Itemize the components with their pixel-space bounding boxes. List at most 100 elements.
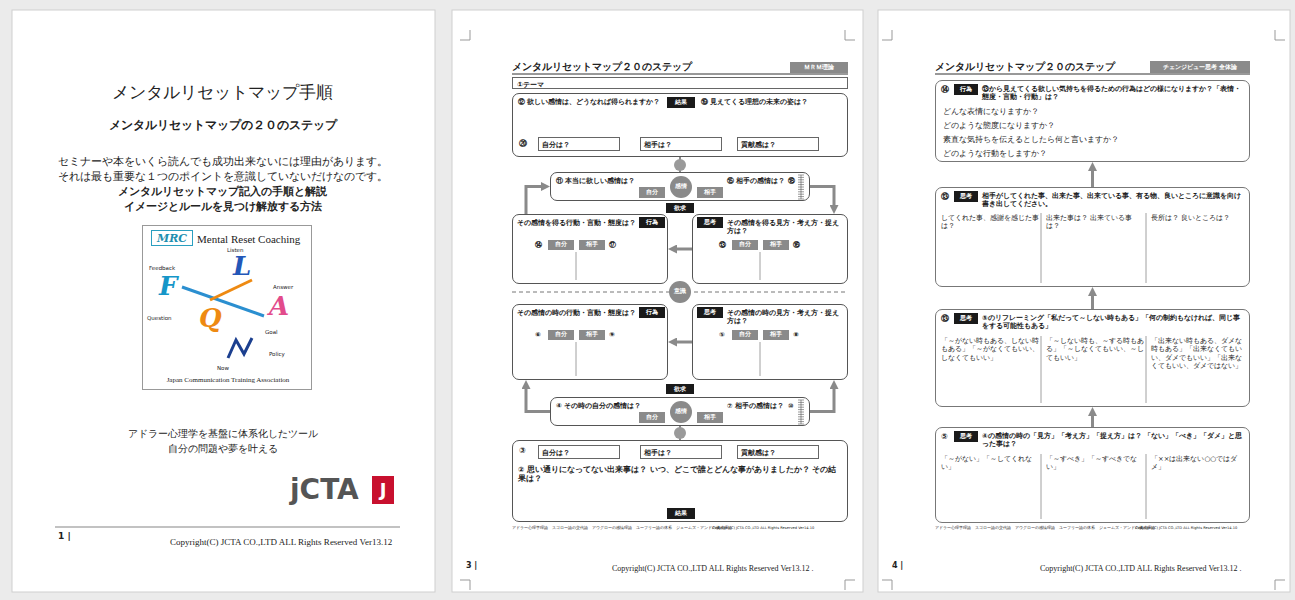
- node-text: 思考: [954, 191, 978, 202]
- result-box: ⑫ 欲しい感情は、どうなれば得られますか？⑲ 見えてくる理想の未来の姿は？⑳結果…: [512, 93, 848, 157]
- node-text: 行為: [954, 84, 978, 95]
- answer-box: 自分は？: [538, 445, 620, 459]
- other-tag: 相手: [697, 187, 723, 198]
- node-text: 意識: [669, 281, 691, 303]
- node-text: ⑬: [719, 241, 726, 250]
- flow-arrow: [1091, 293, 1094, 309]
- node-text: 自分: [639, 187, 665, 198]
- node-text: アドラー心理学理論 スゴロー論の交代論 アウグローの感情理論 ユーフリー論の体系…: [512, 526, 732, 531]
- node-text: 相手: [579, 330, 605, 340]
- flow-arrow: [674, 248, 692, 251]
- node-text: Policy: [269, 351, 285, 358]
- flow-arrow: [1091, 413, 1094, 427]
- node-text: ⑤のリフレーミング「私だって～しない時もある」「何の制約もなければ、同じ事をする…: [982, 314, 1246, 331]
- node-text: ⑯: [793, 241, 800, 250]
- node-text: メンタルリセットマップ記入の手順と解説: [30, 185, 415, 198]
- node-text: ⑥: [535, 331, 541, 340]
- node-text: Listen: [227, 247, 243, 254]
- emotion-circle: 感情: [670, 401, 692, 423]
- node-text: Copyright(C) JCTA CO.,LTD ALL Rights Res…: [712, 526, 814, 530]
- node-text: ④の感情の時の「見方」「考え方」「捉え方」は？ 「ない」「べき」「ダメ」と思った…: [982, 432, 1246, 449]
- node-text: アドラー心理学理論 スゴロー論の交代論 アウグローの感情理論 ユーフリー論の体系…: [935, 526, 1155, 531]
- logo-stroke: [210, 280, 252, 300]
- step-box: ⑭⑬から見えてくる欲しい気持ちを得るための行為はどの様になりますか？「表情・態度…: [935, 80, 1250, 162]
- node-text: Feedback: [149, 265, 175, 272]
- node-text: 長所は？ 良いところは？: [1151, 214, 1247, 222]
- step-box: ⑤ ④の感情の時の「見方」「考え方」「捉え方」は？ 「ない」「べき」「ダメ」と思っ…: [935, 427, 1250, 523]
- node-text: 自分は？: [542, 141, 570, 150]
- node-text: ⑪ 本当に欲しい感情は？: [556, 177, 635, 186]
- answer-box: 相手は？: [640, 137, 722, 151]
- node-text: 「～がない時もある、しない時もある」「～がなくてもいい、しなくてもいい」: [941, 337, 1039, 362]
- node-text: 感情: [670, 401, 692, 423]
- step-box: ⑬⑤のリフレーミング「私だって～しない時もある」「何の制約もなければ、同じ事をす…: [935, 309, 1250, 407]
- answer-box: 貢献感は？: [737, 445, 819, 459]
- node-text: A: [269, 293, 289, 319]
- node-text: チェンジビュー思考 全体論: [1150, 61, 1250, 73]
- logo-badge: MRC: [151, 230, 193, 246]
- page-sheet: [452, 10, 863, 592]
- node-text: ⑮ 相手の感情は？: [727, 177, 785, 185]
- page-sheet: [878, 10, 1290, 592]
- crop-mark: [460, 30, 855, 590]
- node-text: 「～すべき」「～すべきでない」: [1046, 455, 1144, 472]
- other-tag: 相手: [763, 240, 789, 250]
- node-text: ⑰: [609, 241, 616, 250]
- self-tag: 自分: [639, 412, 665, 423]
- node-text: その感情を得る見方・考え方・捉え方は？: [727, 219, 845, 236]
- node-text: 相手: [697, 412, 723, 423]
- node-text: どのような態度になりますか？: [943, 121, 1055, 130]
- flow-arrow: [810, 386, 834, 411]
- event-box: ③ ② 思い通りになってない出来事は？ いつ、どこで誰とどんな事がありましたか？ …: [512, 440, 848, 522]
- node-text: Copyright(C) JCTA CO.,LTD ALL Rights Res…: [1040, 564, 1242, 574]
- node-text: ⑤: [719, 331, 725, 340]
- self-tag: 自分: [548, 240, 574, 250]
- node-text: ⑨: [609, 331, 615, 340]
- node-text: ③: [519, 446, 526, 456]
- node-text: Copyright(C) JCTA CO.,LTD ALL Rights Res…: [1135, 526, 1237, 530]
- action-tag: 行為: [639, 217, 665, 228]
- node-text: 自分: [732, 240, 758, 250]
- node-text: ⑬: [941, 192, 949, 202]
- flow-arrow: [1091, 168, 1094, 187]
- other-tag: 相手: [579, 240, 605, 250]
- self-tag: 自分: [732, 330, 758, 340]
- node-text: ④ その時の自分の感情は？: [556, 402, 641, 411]
- node-text: その感情の時の見方・考え方・捉え方は？: [727, 309, 845, 326]
- node-text: 欲求: [666, 384, 694, 394]
- node-text: 相手: [579, 240, 605, 250]
- node-text: Mental Reset Coaching: [197, 233, 300, 247]
- flow-arrow: [810, 187, 834, 208]
- node-text: メンタルリセットマップの２０のステップ: [30, 118, 415, 133]
- footer-rule: [55, 527, 400, 528]
- document-page: メンタルリセットマップ２０のステップアドラー心理学理論 スゴロー論の交代論 アウ…: [452, 10, 863, 592]
- joint-circle: [674, 427, 686, 439]
- other-tag: 相手: [579, 330, 605, 340]
- node-text: 結果: [667, 508, 695, 519]
- node-text: 「～しない時も、～する時もある」「～しなくてもいい、～してもいい」: [1046, 337, 1144, 362]
- action-tag: 行為: [954, 84, 978, 95]
- node-text: ② 思い通りになってない出来事は？ いつ、どこで誰とどんな事がありましたか？ そ…: [518, 465, 844, 484]
- node-text: イメージとルールを見つけ解放する方法: [30, 200, 415, 213]
- desire-band: 欲求: [666, 203, 694, 213]
- node-text: ⑤: [941, 432, 948, 442]
- theme-box: ①テーマ: [512, 77, 848, 89]
- node-text: 相手: [763, 330, 789, 340]
- node-text: 自分: [548, 330, 574, 340]
- node-text: ⑬から見えてくる欲しい気持ちを得るための行為はどの様になりますか？「表情・態度・…: [982, 85, 1246, 102]
- emotion-circle: 感情: [670, 176, 692, 198]
- node-text: ⑦ 相手の感情は？: [727, 402, 784, 410]
- node-text: ⑭: [535, 241, 542, 250]
- node-text: Goal: [265, 329, 278, 336]
- node-text: 思考: [697, 217, 723, 228]
- node-text: Now: [217, 365, 229, 372]
- node-text: 3 |: [466, 561, 477, 571]
- node-text: 自分の問題や夢を叶える: [30, 443, 415, 456]
- node-text: 相手がしてくれた事、出来た事、出来ている事、有る物、良いところに意識を向け書き出…: [982, 192, 1246, 209]
- action-tag: 行為: [639, 307, 665, 318]
- result-tag: 結果: [667, 508, 695, 519]
- node-text: アドラー心理学を基盤に体系化したツール: [30, 428, 415, 441]
- node-text: メンタルリセットマップ手順: [30, 82, 415, 103]
- node-text: それは最も重要な１つのポイントを意識していないだけなのです。: [30, 170, 415, 183]
- node-text: どんな表情になりますか？: [943, 107, 1039, 116]
